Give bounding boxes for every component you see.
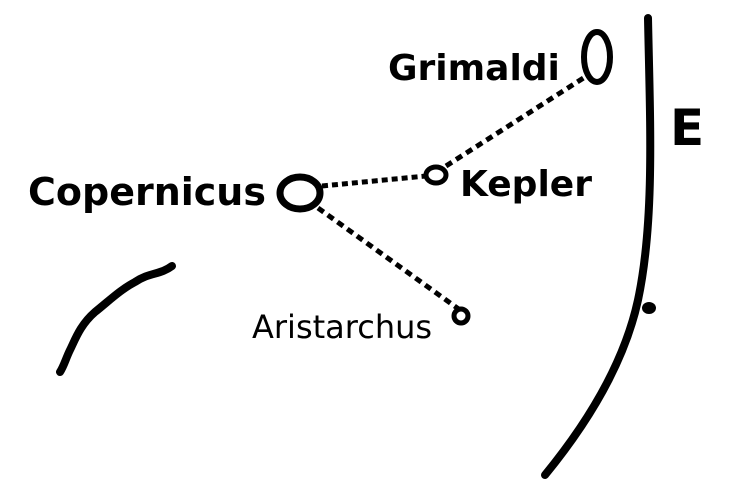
lunar-limb-line bbox=[541, 14, 655, 479]
label-aristarchus: Aristarchus bbox=[252, 308, 432, 346]
wavy-ridge-line bbox=[56, 262, 176, 376]
label-edge-e: E bbox=[670, 99, 704, 157]
label-copernicus: Copernicus bbox=[28, 170, 266, 214]
connector-copernicus-kepler bbox=[321, 173, 427, 189]
crater-grimaldi bbox=[581, 29, 613, 85]
label-grimaldi: Grimaldi bbox=[388, 48, 560, 89]
connector-copernicus-aristarchus bbox=[316, 205, 462, 313]
connector-kepler-grimaldi bbox=[444, 74, 587, 169]
label-kepler: Kepler bbox=[460, 164, 592, 205]
dot-marker bbox=[642, 302, 656, 314]
crater-copernicus bbox=[276, 173, 324, 213]
crater-aristarchus bbox=[451, 306, 471, 326]
crater-kepler bbox=[423, 164, 449, 186]
